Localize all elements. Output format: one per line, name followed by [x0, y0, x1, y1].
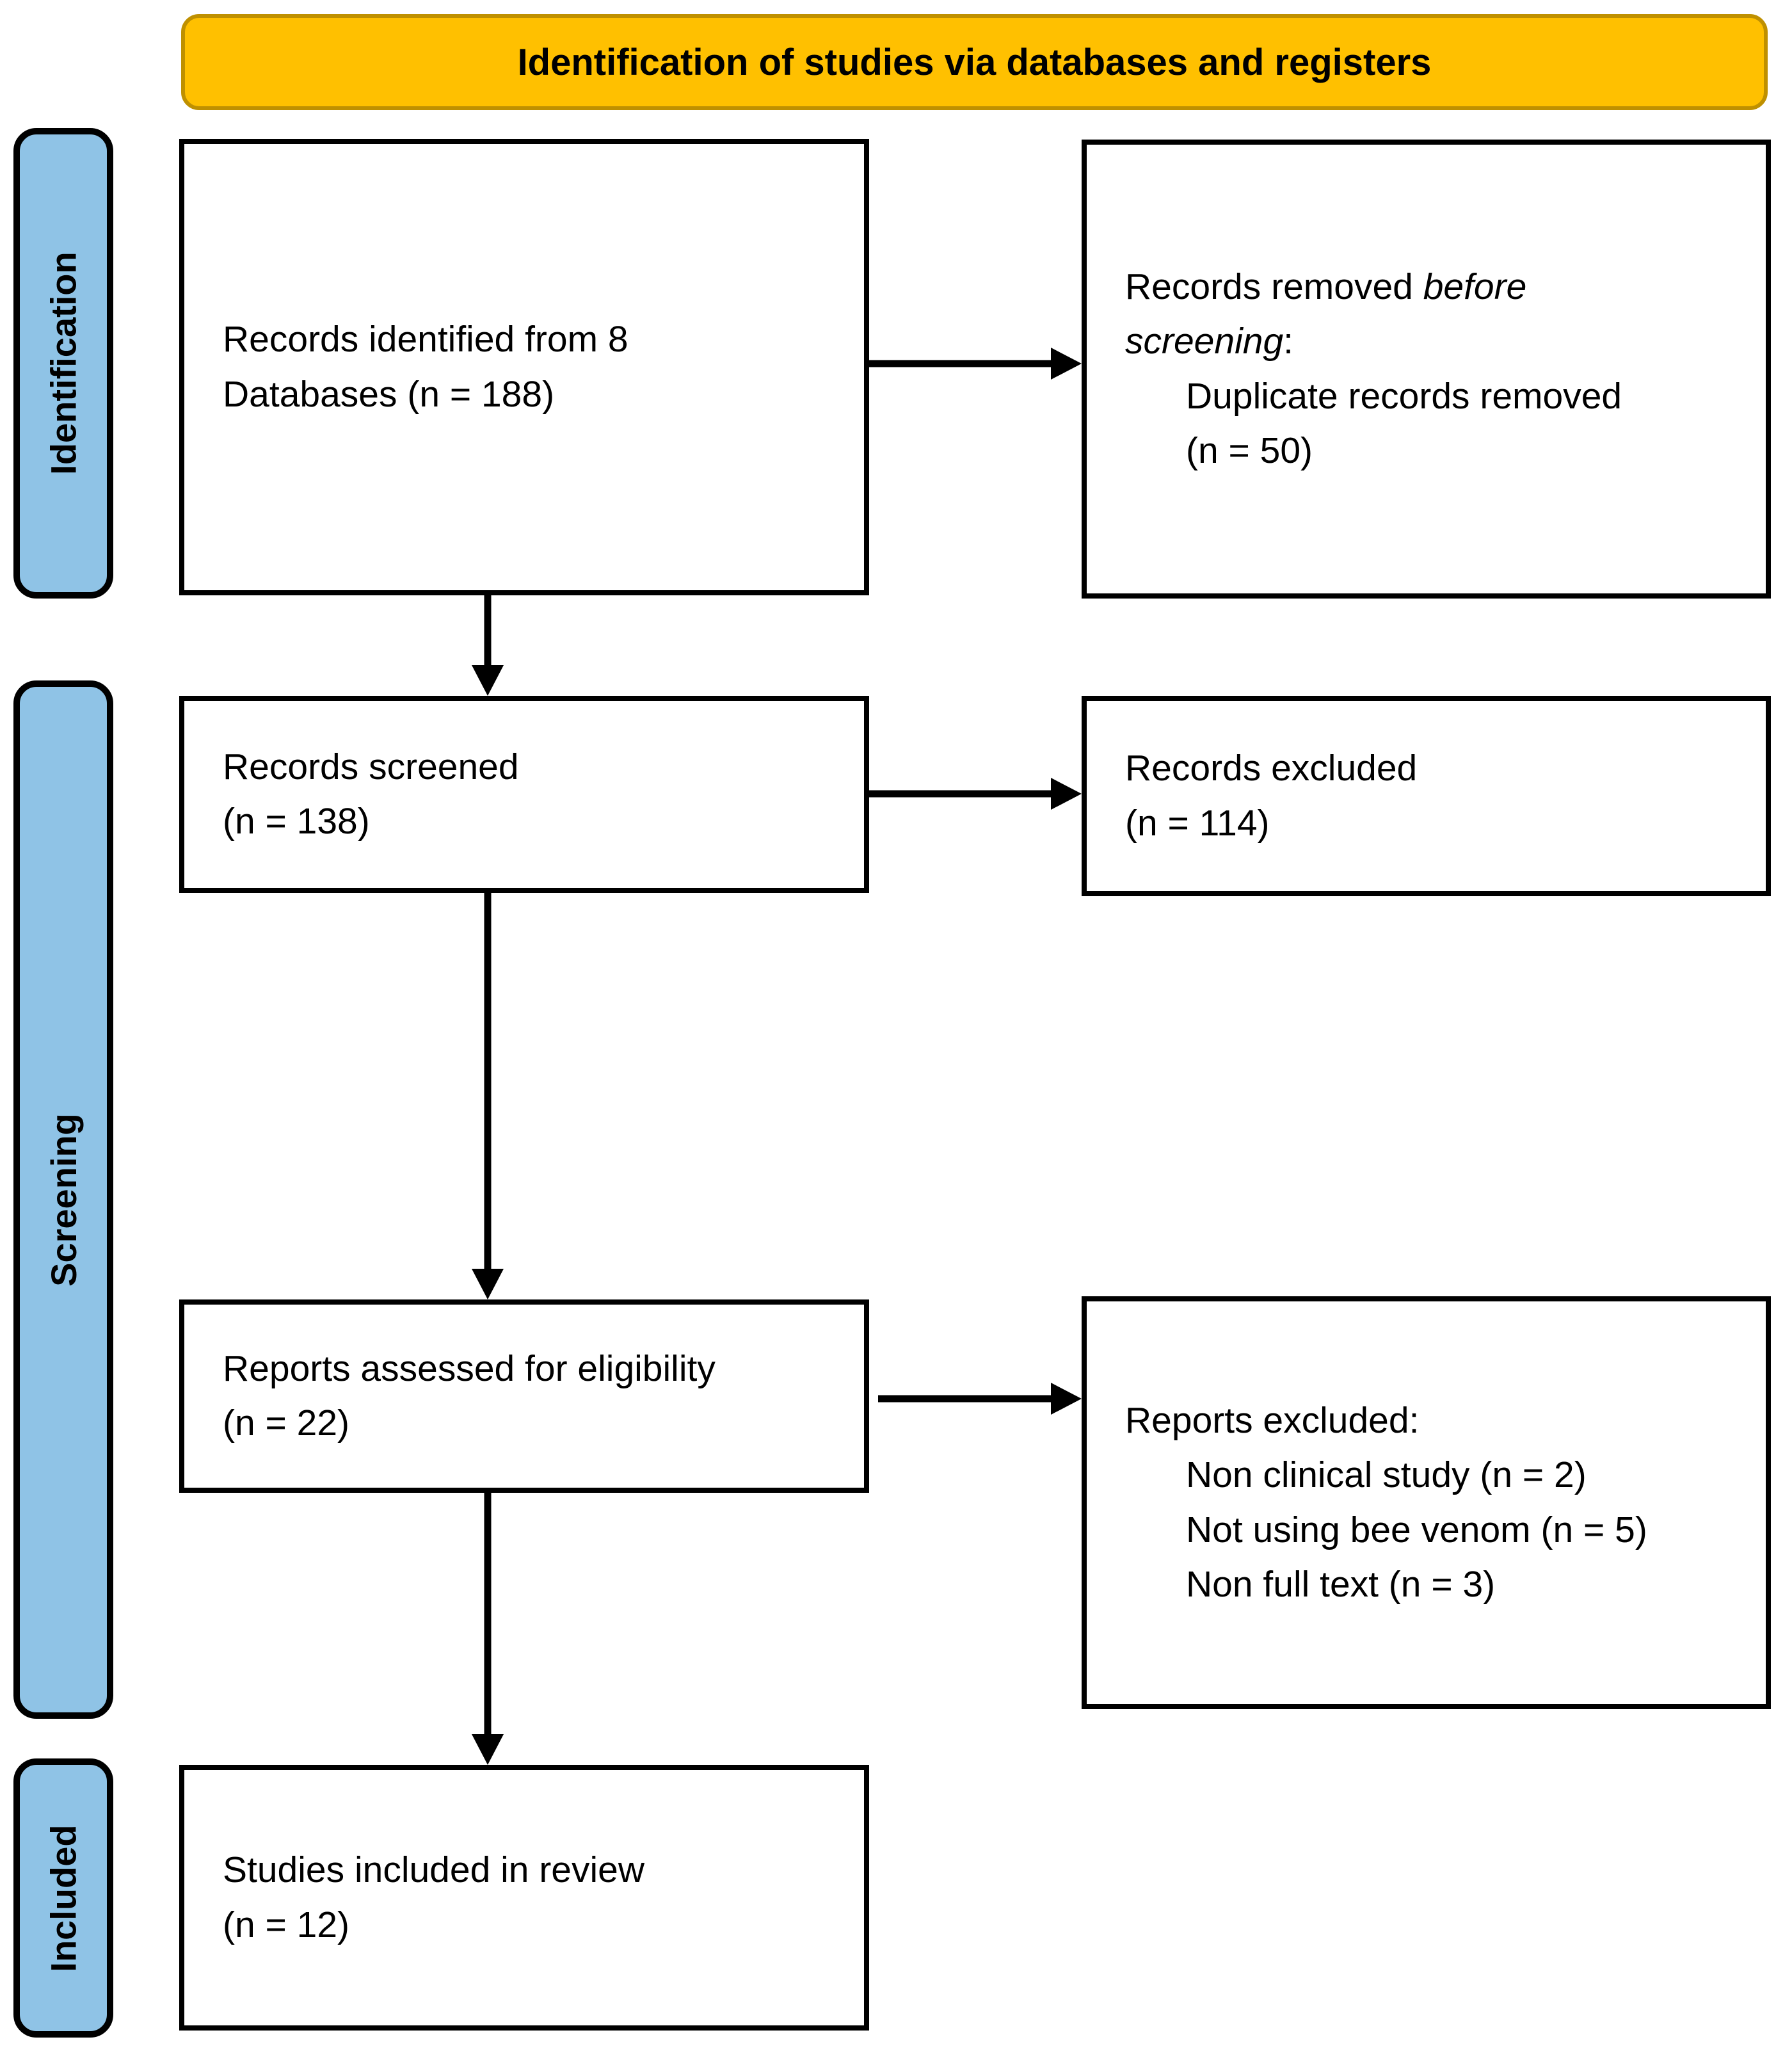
- box-records-screened: Records screened (n = 138): [179, 696, 869, 893]
- box-records-excluded: Records excluded (n = 114): [1082, 696, 1771, 896]
- box-records-screened-line2: (n = 138): [223, 801, 370, 842]
- box-studies-included: Studies included in review (n = 12): [179, 1765, 869, 2031]
- arrow-screened-to-assessed: [472, 893, 504, 1299]
- box-records-removed-item-line1: Duplicate records removed: [1186, 375, 1622, 417]
- header-banner: Identification of studies via databases …: [181, 14, 1768, 110]
- arrow-assessed-to-reports-excluded: [878, 1383, 1082, 1415]
- stage-label-identification: Identification: [13, 128, 113, 599]
- stage-label-included: Included: [13, 1758, 113, 2038]
- box-reports-excluded-item: Not using bee venom (n = 5): [1186, 1509, 1647, 1550]
- box-reports-assessed-line2: (n = 22): [223, 1403, 350, 1444]
- box-records-identified-line2: Databases (n = 188): [223, 373, 555, 415]
- arrow-screened-to-excluded: [869, 778, 1082, 810]
- box-reports-excluded-heading: Reports excluded:: [1125, 1399, 1420, 1441]
- box-reports-excluded-item: Non clinical study (n = 2): [1186, 1454, 1587, 1495]
- box-records-removed-line1: Records removed before: [1125, 266, 1527, 307]
- box-reports-excluded: Reports excluded: Non clinical study (n …: [1082, 1296, 1771, 1709]
- box-records-excluded-line2: (n = 114): [1125, 802, 1270, 844]
- box-reports-excluded-item: Non full text (n = 3): [1186, 1564, 1496, 1605]
- box-studies-included-line1: Studies included in review: [223, 1849, 645, 1890]
- stage-label-included-text: Included: [43, 1824, 84, 1972]
- stage-label-screening-text: Screening: [43, 1113, 84, 1287]
- box-records-removed-line2: screening:: [1125, 321, 1293, 362]
- box-records-removed: Records removed before screening: Duplic…: [1082, 140, 1771, 599]
- header-title: Identification of studies via databases …: [517, 41, 1432, 83]
- box-reports-assessed-line1: Reports assessed for eligibility: [223, 1347, 716, 1389]
- box-records-identified: Records identified from 8 Databases (n =…: [179, 139, 869, 595]
- box-records-screened-line1: Records screened: [223, 746, 519, 787]
- arrow-assessed-to-included: [472, 1493, 504, 1765]
- box-records-identified-line1: Records identified from 8: [223, 319, 628, 360]
- box-studies-included-line2: (n = 12): [223, 1904, 350, 1945]
- box-records-removed-item-line2: (n = 50): [1186, 430, 1313, 471]
- box-reports-assessed: Reports assessed for eligibility (n = 22…: [179, 1299, 869, 1493]
- arrow-identified-to-removed: [869, 348, 1082, 380]
- stage-label-screening: Screening: [13, 680, 113, 1719]
- box-records-excluded-line1: Records excluded: [1125, 748, 1418, 789]
- stage-label-identification-text: Identification: [43, 252, 84, 475]
- arrow-identified-to-screened: [472, 595, 504, 696]
